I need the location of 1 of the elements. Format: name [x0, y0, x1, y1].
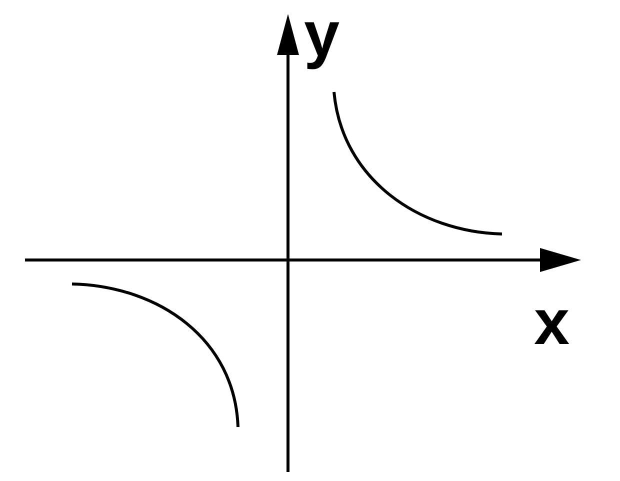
axis-label: x	[534, 290, 570, 354]
